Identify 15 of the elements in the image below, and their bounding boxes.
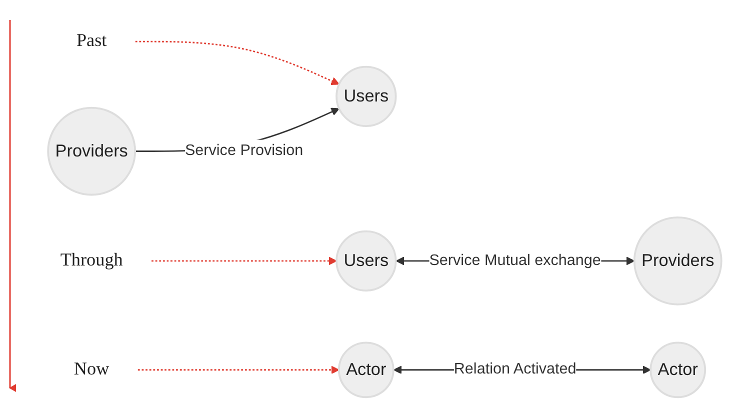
node-circle: Users — [336, 66, 397, 128]
node-circle: Users — [336, 230, 397, 292]
arrow — [138, 366, 340, 374]
node-text: Through — [60, 250, 123, 270]
arrow — [135, 41, 340, 86]
edge-label: Service Provision — [184, 142, 304, 160]
node-text: Past — [76, 31, 107, 52]
node-circle: Actor — [338, 342, 394, 398]
node-circle: Providers — [47, 107, 136, 196]
node-circle: Actor — [650, 342, 706, 398]
edge-label: Relation Activated — [454, 362, 576, 378]
edge-label: Service Mutual exchange — [429, 252, 601, 269]
arrow — [152, 256, 337, 266]
node-circle: Providers — [633, 216, 722, 306]
node-text: Now — [74, 359, 110, 380]
